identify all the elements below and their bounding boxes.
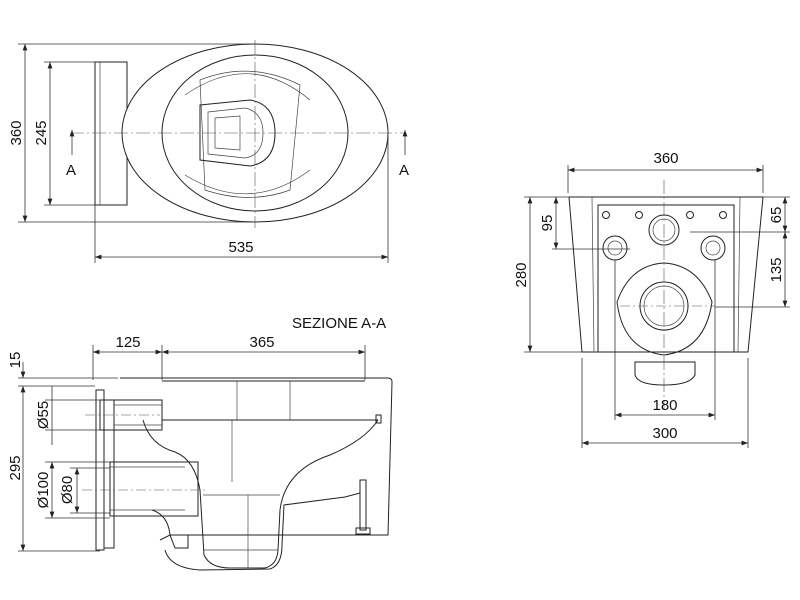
outlet-pipe	[109, 461, 199, 517]
dim-inlet-height: 95	[539, 215, 556, 232]
dim-outlet-height: 135	[768, 257, 785, 282]
outlet-flange	[616, 262, 713, 356]
dim-outlet-inner-diameter: Ø80	[59, 476, 76, 504]
dim-inlet-diameter: Ø55	[35, 401, 52, 429]
dim-top-width: 360	[653, 150, 678, 167]
section-mark-right: A	[399, 162, 409, 179]
section-outline	[120, 377, 393, 541]
dim-rear-width: 245	[33, 120, 50, 145]
bolt-hole-left	[602, 235, 628, 261]
dim-bottom-width: 300	[652, 425, 677, 442]
dim-rear-height: 280	[513, 262, 530, 287]
dim-length: 535	[228, 239, 253, 256]
trap-inner	[142, 419, 379, 569]
rear-view: 360 280 95 65 135 180 300	[513, 150, 790, 448]
section-title: SEZIONE A-A	[292, 315, 386, 332]
dim-rear-offset: 125	[115, 334, 140, 351]
dim-bolt-height: 65	[768, 207, 785, 224]
section-mark-left: A	[66, 162, 76, 179]
dim-height: 295	[7, 455, 24, 480]
dim-top-thickness: 15	[7, 352, 24, 369]
rear-outline	[568, 196, 764, 353]
dim-overall-width: 360	[8, 120, 25, 145]
top-view: A A 360 245 535	[8, 40, 409, 263]
dim-bowl-length: 365	[249, 334, 274, 351]
bolt-hole-right	[700, 235, 726, 261]
dim-outlet-outer-diameter: Ø100	[35, 472, 52, 509]
dim-bolt-spacing: 180	[652, 397, 677, 414]
section-view: SEZIONE A-A 125 365	[7, 315, 393, 571]
